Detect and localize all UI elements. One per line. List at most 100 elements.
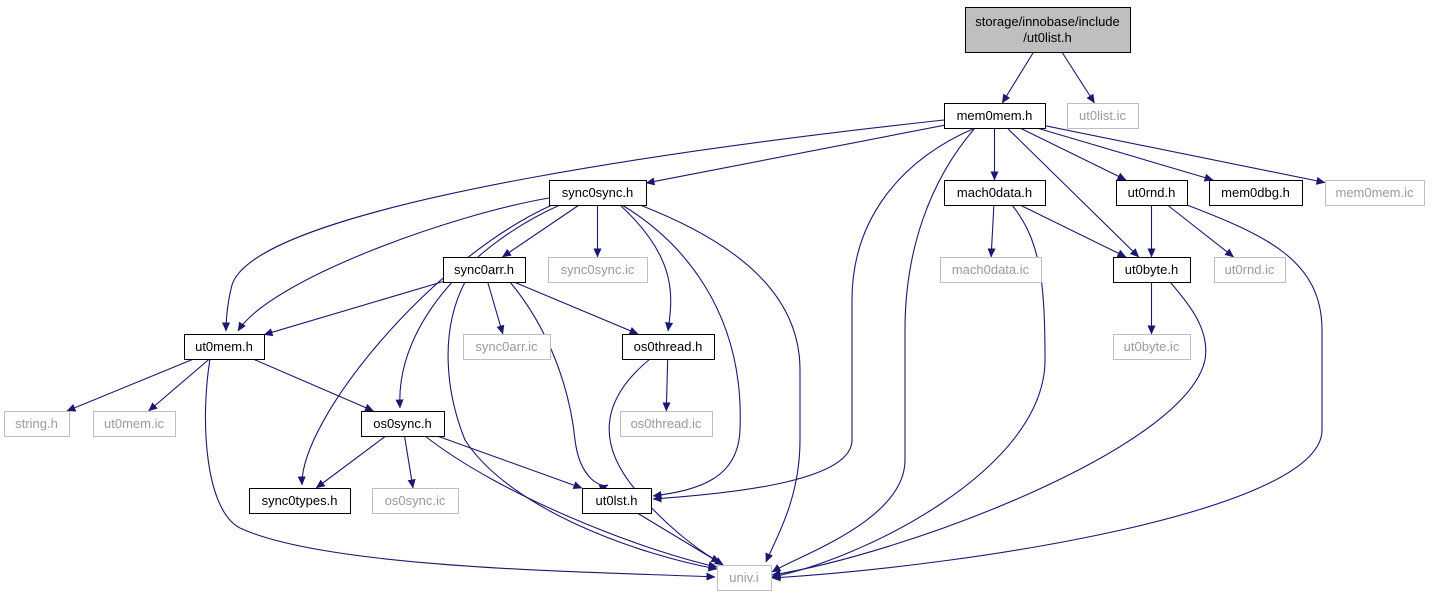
node-label: ut0lst.h [596, 493, 638, 508]
edge-sync0arr-h-to-ut0lst-h [509, 281, 609, 493]
node-label: sync0sync.h [562, 185, 634, 200]
node-sync0sync-h[interactable]: sync0sync.h [549, 180, 647, 206]
node-label: ut0mem.h [195, 339, 253, 354]
edge-mem0mem-h-to-mem0mem-ic [1044, 125, 1326, 185]
edge-ut0lst-h-to-univ-i [636, 512, 724, 566]
node-label: sync0arr.h [454, 262, 514, 277]
edge-mach0data-h-to-ut0byte-h [1019, 204, 1127, 258]
node-label: ut0byte.h [1125, 262, 1179, 277]
edge-os0sync-h-to-univ-i [424, 435, 718, 570]
edge-mem0mem-h-to-mem0dbg-h [1036, 127, 1214, 182]
node-ut0byte-h[interactable]: ut0byte.h [1113, 257, 1191, 283]
edge-sync0sync-h-to-univ-i [639, 204, 801, 563]
node-label: ut0byte.ic [1124, 339, 1180, 354]
node-label: mach0data.ic [952, 262, 1030, 277]
edge-ut0rnd-h-to-ut0rnd-ic [1167, 204, 1234, 258]
node-box [184, 334, 265, 360]
node-label: storage/innobase/include [975, 14, 1120, 29]
node-root: storage/innobase/include/ut0list.h [965, 7, 1131, 53]
edge-sync0arr-h-to-ut0mem-h [263, 281, 444, 337]
node-os0thread-h[interactable]: os0thread.h [622, 334, 715, 360]
edge-ut0mem-h-to-univ-i [204, 358, 716, 581]
edge-ut0mem-h-to-ut0mem-ic [148, 358, 210, 412]
node-sync0sync-ic: sync0sync.ic [548, 257, 648, 283]
node-box [582, 488, 652, 514]
node-sync0arr-h[interactable]: sync0arr.h [443, 257, 526, 283]
node-box [944, 103, 1046, 129]
edge-os0sync-h-to-os0sync-ic [403, 435, 416, 489]
node-box [4, 411, 70, 437]
node-label: os0thread.ic [631, 416, 702, 431]
node-box [965, 7, 1131, 53]
node-univ-i: univ.i [717, 565, 772, 591]
edge-ut0mem-h-to-string-h [66, 358, 194, 412]
node-label: sync0arr.ic [475, 339, 538, 354]
edge-ut0mem-h-to-os0sync-h [252, 358, 374, 412]
node-mem0mem-ic: mem0mem.ic [1325, 180, 1425, 206]
edge-mem0mem-h-to-ut0rnd-h [1019, 127, 1127, 181]
node-label: os0sync.ic [385, 493, 446, 508]
edge-sync0sync-h-to-ut0mem-h [237, 197, 550, 332]
node-mach0data-ic: mach0data.ic [940, 257, 1042, 283]
node-sync0types-h[interactable]: sync0types.h [249, 488, 351, 514]
node-label: ut0rnd.ic [1225, 262, 1275, 277]
edge-mem0mem-h-to-ut0lst-h [652, 127, 976, 503]
node-ut0lst-h[interactable]: ut0lst.h [582, 488, 652, 514]
node-mem0mem-h[interactable]: mem0mem.h [944, 103, 1046, 129]
node-box [463, 334, 551, 360]
edge-os0thread-h-to-os0thread-ic [662, 358, 671, 412]
node-label: /ut0list.h [1023, 30, 1071, 45]
node-box [1113, 257, 1191, 283]
node-label: os0sync.h [373, 416, 432, 431]
node-box [620, 411, 713, 437]
edge-mem0mem-h-to-sync0sync-h [645, 124, 945, 186]
node-ut0rnd-ic: ut0rnd.ic [1214, 257, 1286, 283]
node-ut0list-ic: ut0list.ic [1067, 103, 1139, 129]
node-ut0mem-ic: ut0mem.ic [93, 411, 176, 437]
node-mach0data-h[interactable]: mach0data.h [944, 180, 1046, 206]
node-label: sync0sync.ic [561, 262, 635, 277]
node-os0sync-ic: os0sync.ic [372, 488, 459, 514]
edge-root-to-mem0mem-h [1001, 51, 1035, 104]
edge-ut0byte-h-to-univ-i [771, 281, 1207, 578]
node-label: univ.i [729, 570, 758, 585]
edge-os0sync-h-to-ut0lst-h [437, 435, 583, 490]
node-label: ut0rnd.h [1128, 185, 1176, 200]
node-ut0rnd-h[interactable]: ut0rnd.h [1116, 180, 1188, 206]
node-label: mach0data.h [957, 185, 1032, 200]
edge-mem0mem-h-to-ut0byte-h [1006, 127, 1140, 258]
node-mem0dbg-h[interactable]: mem0dbg.h [1209, 180, 1303, 206]
edge-os0thread-h-to-univ-i [608, 358, 721, 563]
edge-sync0arr-h-to-os0thread-h [513, 281, 639, 335]
edge-root-to-ut0list-ic [1061, 51, 1095, 104]
edge-sync0sync-h-to-ut0lst-h [621, 204, 741, 499]
edge-ut0rnd-h-to-univ-i [771, 204, 1323, 582]
node-box [249, 488, 351, 514]
node-os0sync-h[interactable]: os0sync.h [361, 411, 445, 437]
node-label: ut0mem.ic [104, 416, 164, 431]
node-label: mem0mem.h [957, 108, 1033, 123]
node-string-h: string.h [4, 411, 70, 437]
node-label: mem0mem.ic [1335, 185, 1414, 200]
node-label: os0thread.h [634, 339, 703, 354]
node-box [1067, 103, 1139, 129]
edge-sync0sync-h-to-sync0types-h [297, 204, 553, 486]
node-box [940, 257, 1042, 283]
node-label: mem0dbg.h [1221, 185, 1290, 200]
node-box [1214, 257, 1286, 283]
node-box [1113, 334, 1191, 360]
edge-mach0data-h-to-univ-i [771, 204, 1046, 580]
node-box [1325, 180, 1425, 206]
node-box [622, 334, 715, 360]
node-box [93, 411, 176, 437]
node-os0thread-ic: os0thread.ic [620, 411, 713, 437]
node-box [361, 411, 445, 437]
edge-sync0arr-h-to-univ-i [447, 281, 718, 572]
node-label: sync0types.h [262, 493, 338, 508]
edge-sync0sync-h-to-os0sync-h [395, 204, 561, 409]
edge-sync0sync-h-to-sync0arr-h [502, 204, 580, 258]
edge-mem0mem-h-to-univ-i [771, 127, 976, 573]
node-label: ut0list.ic [1079, 108, 1126, 123]
node-ut0mem-h[interactable]: ut0mem.h [184, 334, 265, 360]
